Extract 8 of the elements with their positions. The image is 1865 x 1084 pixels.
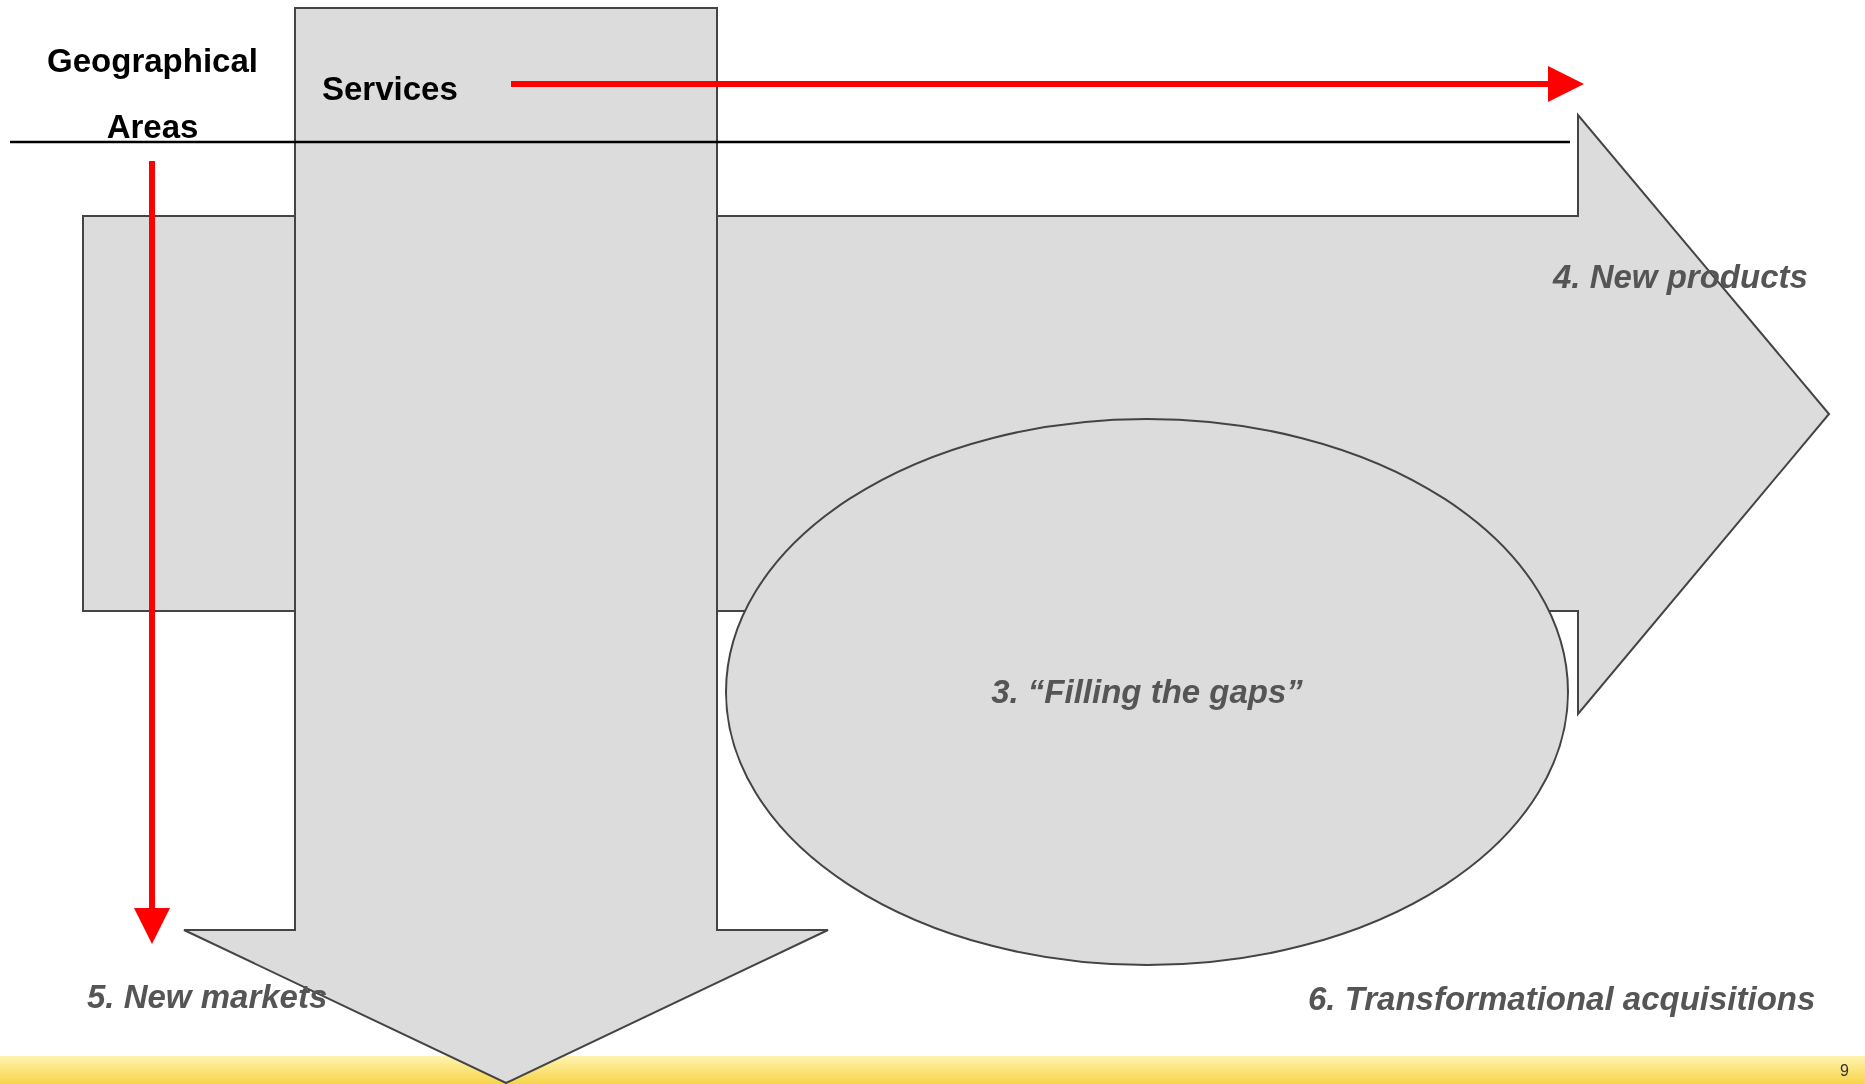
- growth-label: 6. Transformational acquisitions: [1308, 980, 1816, 1018]
- arrow: [511, 66, 1584, 102]
- axis-label: Services: [322, 70, 458, 108]
- ellipse-shape: 3. “Filling the gaps”: [725, 418, 1569, 966]
- arrow: [134, 161, 170, 944]
- growth-label: 5. New markets: [87, 978, 328, 1016]
- page-number: 9: [1840, 1062, 1849, 1080]
- axis-label: Geographical Areas: [20, 28, 285, 160]
